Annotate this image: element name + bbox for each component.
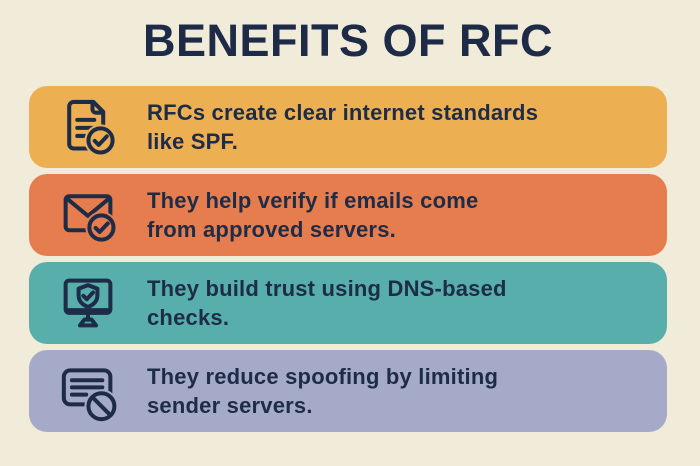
benefits-list: RFCs create clear internet standards lik…: [29, 86, 667, 432]
benefit-row-verify-emails: They help verify if emails come from app…: [29, 174, 667, 256]
benefit-text-line: RFCs create clear internet standards: [147, 100, 539, 125]
rfc-benefits-infographic: BENEFITS OF RFC RFCs create clear intern…: [0, 16, 700, 466]
monitor-shield-icon: [54, 269, 122, 337]
benefit-text-line: They help verify if emails come: [147, 188, 479, 213]
benefit-text: RFCs create clear internet standards lik…: [147, 98, 538, 156]
benefit-text: They reduce spoofing by limiting sender …: [147, 362, 498, 420]
benefit-text: They help verify if emails come from app…: [147, 186, 478, 244]
card-block-icon: [54, 357, 122, 425]
benefit-row-standards: RFCs create clear internet standards lik…: [29, 86, 667, 168]
benefit-text-line: sender servers.: [147, 393, 313, 418]
envelope-check-icon: [54, 181, 122, 249]
benefit-text-line: like SPF.: [147, 129, 239, 154]
benefit-text-line: checks.: [147, 305, 230, 330]
benefit-text: They build trust using DNS-based checks.: [147, 274, 507, 332]
benefit-text-line: They build trust using DNS-based: [147, 276, 507, 301]
benefit-row-dns-trust: They build trust using DNS-based checks.: [29, 262, 667, 344]
benefit-text-line: They reduce spoofing by limiting: [147, 364, 499, 389]
benefit-text-line: from approved servers.: [147, 217, 396, 242]
benefit-row-reduce-spoofing: They reduce spoofing by limiting sender …: [29, 350, 667, 432]
page-title: BENEFITS OF RFC: [143, 15, 553, 66]
document-check-icon: [54, 93, 122, 161]
